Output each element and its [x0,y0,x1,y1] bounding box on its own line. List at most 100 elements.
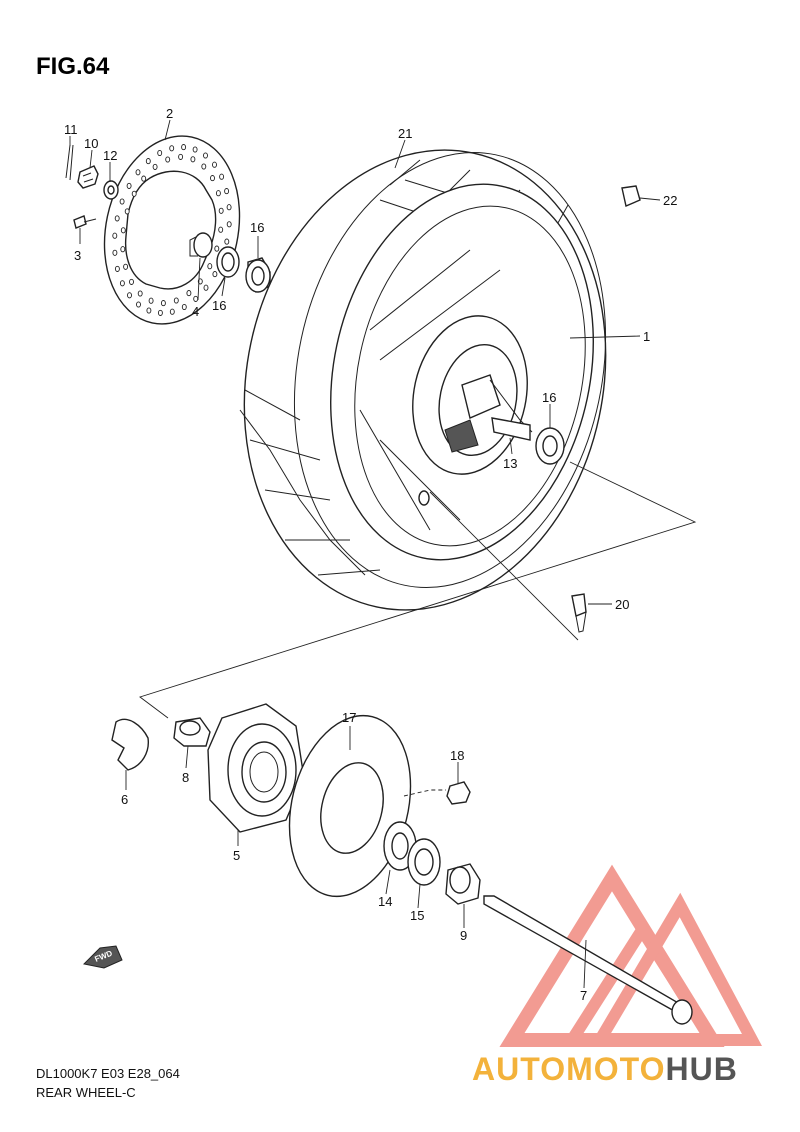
disc-hole [169,145,175,152]
spacer-9 [445,863,481,905]
disc-hole [146,307,152,314]
disc-hole [157,149,163,157]
callout-21: 20 [615,597,629,612]
rear-axle [483,895,693,1025]
model-code: DL1000K7 E03 E28_064 [36,1066,180,1081]
disc-hole [178,153,184,160]
callout-4: 4 [192,304,199,319]
sprocket-nut-19 [446,781,471,805]
leader-lines [69,119,661,989]
callout-7: 7 [580,988,587,1003]
disc-hole [212,271,218,278]
disc-hole [112,249,118,256]
disc-hole [129,278,134,285]
disc-hole [114,265,120,272]
castle-nut [77,165,99,189]
disc-hole [203,284,209,291]
disc-hole [219,173,225,180]
cotter-pin [65,144,74,181]
disc-hole [136,301,141,308]
forward-direction-arrow: FWD [82,945,123,969]
disc-hole [169,308,175,315]
disc-hole [181,144,187,151]
balance-weight [621,185,641,207]
disc-hole [207,263,213,270]
disc-hole [123,263,129,270]
disc-hole [226,221,232,228]
disc-hole [210,175,215,182]
disc-hole [152,163,158,170]
callout-6: 6 [121,792,128,807]
disc-hole [212,161,217,168]
callout-labels: 11 10 12 2 3 4 16 16 21 1 16 13 22 20 8 … [64,106,677,1003]
callout-16-right: 16 [542,390,556,405]
disc-hole [215,190,221,197]
callout-14: 14 [378,894,392,909]
disc-hole [137,290,143,297]
spacer-4 [189,232,213,258]
watermark-logo [499,864,762,1047]
callout-15: 15 [410,908,424,923]
disc-hole [112,232,118,239]
watermark-text: AUTOMOTOHUB [472,1051,738,1087]
disc-hole [119,198,125,205]
disc-hole [131,190,137,197]
figure-title: FIG.64 [36,53,110,80]
disc-hole [226,204,232,211]
collar-8 [173,717,211,747]
tire-valve [571,593,587,633]
disc-hole [173,297,179,304]
disc-hole [193,295,199,302]
disc-hole [135,169,141,176]
disc-hole [181,303,187,311]
oil-seal-17 [216,246,240,278]
callout-8: 8 [182,770,189,785]
disc-hole [186,290,192,297]
disc-hole [124,208,130,215]
washer-12 [103,180,119,200]
callout-9: 9 [460,928,467,943]
disc-hole [224,188,230,195]
callout-19: 18 [450,748,464,763]
watermark-text-colored: AUTOMOTO [472,1051,665,1087]
callout-10: 10 [84,136,98,151]
callout-5: 5 [233,848,240,863]
wheel-collar-13 [491,417,531,441]
disc-hole [214,245,220,252]
callout-2: 2 [166,106,173,121]
callout-1: 1 [643,329,650,344]
disc-hole [157,309,163,316]
bearing-16-left [245,257,271,293]
callout-13: 13 [503,456,517,471]
disc-hole [224,238,230,245]
disc-hole [160,300,166,307]
sprocket-mounting-drum [207,703,305,833]
callout-16-left: 16 [250,220,264,235]
disc-hole [119,280,125,287]
oil-seal-15 [407,838,441,886]
disc-hole [218,226,224,233]
callout-11: 11 [64,122,78,137]
callout-18: 17 [342,710,356,725]
disc-hole [120,227,126,234]
disc-hole [148,297,154,304]
disc-hole [127,292,132,299]
disc-hole [141,175,147,182]
callout-17: 16 [212,298,226,313]
disc-hole [201,163,207,170]
disc-hole [190,156,196,163]
disc-hole [145,158,151,165]
watermark-text-dark: HUB [665,1051,737,1087]
disc-bolt [73,215,97,229]
callout-22: 22 [663,193,677,208]
brake-disc [103,135,241,325]
disc-hole [126,182,132,189]
disc-hole [218,207,224,214]
cushion-rubber-6 [111,718,149,771]
bearing-16-right [535,427,565,465]
disc-hole [114,215,120,222]
rear-wheel-rim [330,183,594,561]
callout-12: 12 [103,148,117,163]
